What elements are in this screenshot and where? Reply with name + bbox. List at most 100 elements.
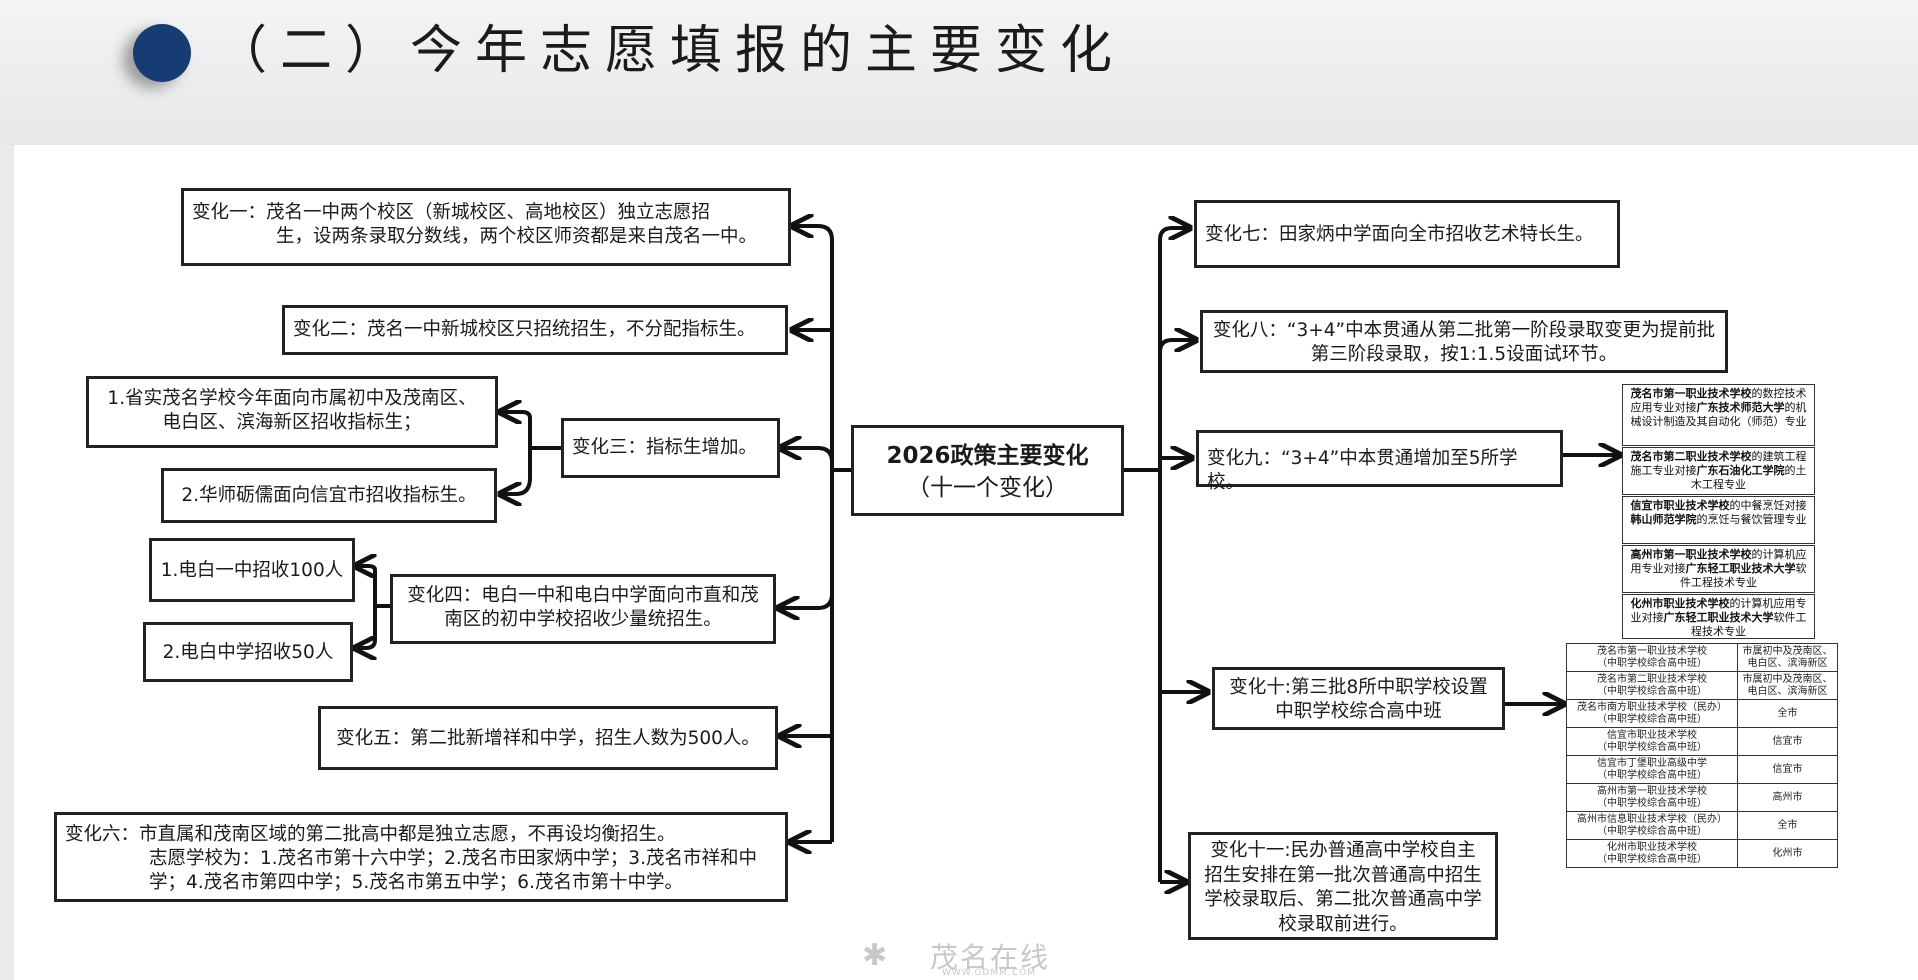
school-note: （中职学校综合高中班） — [1597, 825, 1707, 837]
center-subtitle: （十一个变化） — [907, 475, 1068, 501]
c9-item3-univ: 韩山师范学院 — [1630, 513, 1697, 526]
change-6-line2: 志愿学校为：1.茂名市第十六中学；2.茂名市田家炳中学；3.茂名市祥和中 — [149, 848, 757, 869]
change-7-box: 变化七：田家炳中学面向全市招收艺术特长生。 — [1194, 200, 1620, 268]
header-band — [0, 0, 1918, 145]
table-cell-school: 化州市职业技术学校（中职学校综合高中班） — [1566, 839, 1738, 868]
change-8-box: 变化八：“3+4”中本贯通从第二批第一阶段录取变更为提前批 第三阶段录取，按1:… — [1200, 310, 1728, 373]
table-row: 信宜市职业技术学校（中职学校综合高中班） 信宜市 — [1566, 727, 1838, 756]
change-10-line1: 变化十:第三批8所中职学校设置 — [1229, 677, 1488, 698]
change-11-box: 变化十一:民办普通高中学校自主 招生安排在第一批次普通高中招生 学校录取后、第二… — [1188, 832, 1498, 940]
table-cell-area: 全市 — [1737, 811, 1838, 840]
change-8-line2: 第三阶段录取，按1:1.5设面试环节。 — [1310, 344, 1618, 365]
table-cell-area: 化州市 — [1737, 839, 1838, 868]
school-note: （中职学校综合高中班） — [1597, 713, 1707, 725]
change-4-line2: 南区的初中学校招收少量统招生。 — [444, 609, 722, 630]
watermark: ✱ 茂名在线 WWW.GDMM.COM — [860, 938, 1060, 978]
change-4-line1: 变化四：电白一中和电白中学面向市直和茂 — [407, 585, 759, 606]
c9-item4-univ: 广东轻工职业技术大学 — [1685, 562, 1796, 575]
change-1-box: 变化一：茂名一中两个校区（新城校区、高地校区）独立志愿招 生，设两条录取分数线，… — [181, 188, 791, 266]
c9-item5-mid: 的计算机应用专业对接 — [1630, 597, 1807, 624]
change-1-line1: 变化一：茂名一中两个校区（新城校区、高地校区）独立志愿招 — [192, 202, 711, 223]
school-name: 高州市信息职业技术学校（民办） — [1577, 813, 1727, 825]
school-name: 茂名市南方职业技术学校（民办） — [1577, 701, 1727, 713]
change-9-item-5: 化州市职业技术学校的计算机应用专业对接广东轻工职业技术大学软件工程技术专业 — [1622, 594, 1815, 639]
change-9-item-2: 茂名市第二职业技术学校的建筑工程施工专业对接广东石油化工学院的土木工程专业 — [1622, 447, 1815, 495]
c9-item2-mid: 的建筑工程施工专业对接 — [1630, 450, 1807, 477]
change-11-line1: 变化十一:民办普通高中学校自主 — [1210, 840, 1476, 861]
school-name: 信宜市丁堡职业高级中学 — [1597, 757, 1707, 769]
center-node: 2026政策主要变化 （十一个变化） — [851, 425, 1124, 516]
change-6-line3: 学；4.茂名市第四中学；5.茂名市第五中学；6.茂名市第十中学。 — [149, 872, 683, 893]
table-row: 茂名市第一职业技术学校（中职学校综合高中班） 市属初中及茂南区、电白区、滨海新区 — [1566, 643, 1838, 672]
table-cell-school: 高州市第一职业技术学校（中职学校综合高中班） — [1566, 783, 1738, 812]
table-row: 化州市职业技术学校（中职学校综合高中班） 化州市 — [1566, 839, 1838, 868]
table-cell-school: 茂名市第一职业技术学校（中职学校综合高中班） — [1566, 643, 1738, 672]
change-1-line2: 生，设两条录取分数线，两个校区师资都是来自茂名一中。 — [276, 226, 758, 247]
change-10-box: 变化十:第三批8所中职学校设置 中职学校综合高中班 — [1212, 667, 1505, 730]
change-4-sub2-box: 2.电白中学招收50人 — [143, 622, 353, 682]
change-10-table: 茂名市第一职业技术学校（中职学校综合高中班） 市属初中及茂南区、电白区、滨海新区… — [1566, 643, 1838, 868]
change-9-item-3: 信宜市职业技术学校的中餐烹饪对接韩山师范学院的烹饪与餐饮管理专业 — [1622, 496, 1815, 544]
change-2-box: 变化二：茂名一中新城校区只招统招生，不分配指标生。 — [282, 305, 788, 355]
change-8-line1: 变化八：“3+4”中本贯通从第二批第一阶段录取变更为提前批 — [1212, 320, 1716, 341]
table-cell-area: 信宜市 — [1737, 727, 1838, 756]
c9-item5-school: 化州市职业技术学校 — [1630, 597, 1730, 610]
c9-item4-school: 高州市第一职业技术学校 — [1630, 548, 1752, 561]
change-11-line4: 校录取前进行。 — [1278, 913, 1408, 935]
table-cell-area: 信宜市 — [1737, 755, 1838, 784]
table-row: 茂名市南方职业技术学校（民办）（中职学校综合高中班） 全市 — [1566, 699, 1838, 728]
change-9-item-1: 茂名市第一职业技术学校的数控技术应用专业对接广东技术师范大学的机械设计制造及其自… — [1622, 384, 1815, 446]
c9-item3-end: 的烹饪与餐饮管理专业 — [1696, 513, 1807, 526]
c9-item2-end: 的土木工程专业 — [1691, 464, 1807, 491]
table-cell-school: 高州市信息职业技术学校（民办）（中职学校综合高中班） — [1566, 811, 1738, 840]
school-name: 茂名市第一职业技术学校 — [1597, 645, 1707, 657]
change-5-box: 变化五：第二批新增祥和中学，招生人数为500人。 — [318, 706, 778, 770]
c9-item3-school: 信宜市职业技术学校 — [1630, 499, 1730, 512]
table-cell-area: 全市 — [1737, 699, 1838, 728]
change-6-line1: 变化六：市直属和茂南区域的第二批高中都是独立志愿，不再设均衡招生。 — [65, 824, 676, 845]
change-10-line2: 中职学校综合高中班 — [1275, 701, 1442, 722]
school-name: 信宜市职业技术学校 — [1607, 729, 1697, 741]
school-note: （中职学校综合高中班） — [1597, 853, 1707, 865]
table-cell-school: 茂名市南方职业技术学校（民办）（中职学校综合高中班） — [1566, 699, 1738, 728]
c9-item5-univ: 广东轻工职业技术大学 — [1663, 611, 1774, 624]
change-3-sub1-line1: 1.省实茂名学校今年面向市属初中及茂南区、 — [107, 388, 477, 409]
table-cell-area: 市属初中及茂南区、电白区、滨海新区 — [1737, 643, 1838, 672]
change-3-box: 变化三：指标生增加。 — [561, 418, 780, 478]
change-4-box: 变化四：电白一中和电白中学面向市直和茂 南区的初中学校招收少量统招生。 — [390, 574, 776, 644]
change-5-text: 变化五：第二批新增祥和中学，招生人数为500人。 — [336, 728, 760, 749]
change-4-sub2-text: 2.电白中学招收50人 — [162, 642, 334, 663]
school-note: （中职学校综合高中班） — [1597, 797, 1707, 809]
c9-item1-mid: 的数控技术应用专业对接 — [1630, 387, 1807, 414]
change-3-sub2-text: 2.华师砺儒面向信宜市招收指标生。 — [181, 485, 477, 506]
change-7-text: 变化七：田家炳中学面向全市招收艺术特长生。 — [1205, 224, 1594, 245]
page-title: （二）今年志愿填报的主要变化 — [215, 21, 1126, 81]
change-3-sub1-box: 1.省实茂名学校今年面向市属初中及茂南区、 电白区、滨海新区招收指标生； — [86, 376, 498, 448]
table-cell-area: 高州市 — [1737, 783, 1838, 812]
school-name: 化州市职业技术学校 — [1607, 841, 1697, 853]
table-row: 高州市第一职业技术学校（中职学校综合高中班） 高州市 — [1566, 783, 1838, 812]
table-cell-school: 信宜市丁堡职业高级中学（中职学校综合高中班） — [1566, 755, 1738, 784]
table-cell-area: 市属初中及茂南区、电白区、滨海新区 — [1737, 671, 1838, 700]
school-note: （中职学校综合高中班） — [1597, 769, 1707, 781]
table-row: 茂名市第二职业技术学校（中职学校综合高中班） 市属初中及茂南区、电白区、滨海新区 — [1566, 671, 1838, 700]
change-9-text: 变化九：“3+4”中本贯通增加至5所学校。 — [1207, 448, 1518, 493]
school-note: （中职学校综合高中班） — [1597, 657, 1707, 669]
change-11-line3: 学校录取后、第二批次普通高中学 — [1204, 889, 1482, 910]
change-6-box: 变化六：市直属和茂南区域的第二批高中都是独立志愿，不再设均衡招生。 志愿学校为：… — [54, 812, 788, 902]
change-9-item-4: 高州市第一职业技术学校的计算机应用专业对接广东轻工职业技术大学软件工程技术专业 — [1622, 545, 1815, 593]
change-9-box: 变化九：“3+4”中本贯通增加至5所学校。 — [1196, 430, 1563, 493]
title-bullet-dot — [133, 24, 191, 82]
c9-item1-school: 茂名市第一职业技术学校 — [1630, 387, 1752, 400]
watermark-url: WWW.GDMM.COM — [942, 968, 1036, 978]
c9-item1-univ: 广东技术师范大学 — [1696, 401, 1785, 414]
c9-item2-univ: 广东石油化工学院 — [1696, 464, 1785, 477]
c9-item4-end: 软件工程技术专业 — [1680, 562, 1807, 589]
watermark-logo-icon: ✱ — [862, 938, 888, 973]
school-note: （中职学校综合高中班） — [1597, 685, 1707, 697]
table-row: 高州市信息职业技术学校（民办）（中职学校综合高中班） 全市 — [1566, 811, 1838, 840]
change-4-sub1-box: 1.电白一中招收100人 — [149, 538, 355, 602]
change-4-sub1-text: 1.电白一中招收100人 — [160, 560, 344, 581]
c9-item1-end: 的机械设计制造及其自动化（师范）专业 — [1630, 401, 1807, 428]
